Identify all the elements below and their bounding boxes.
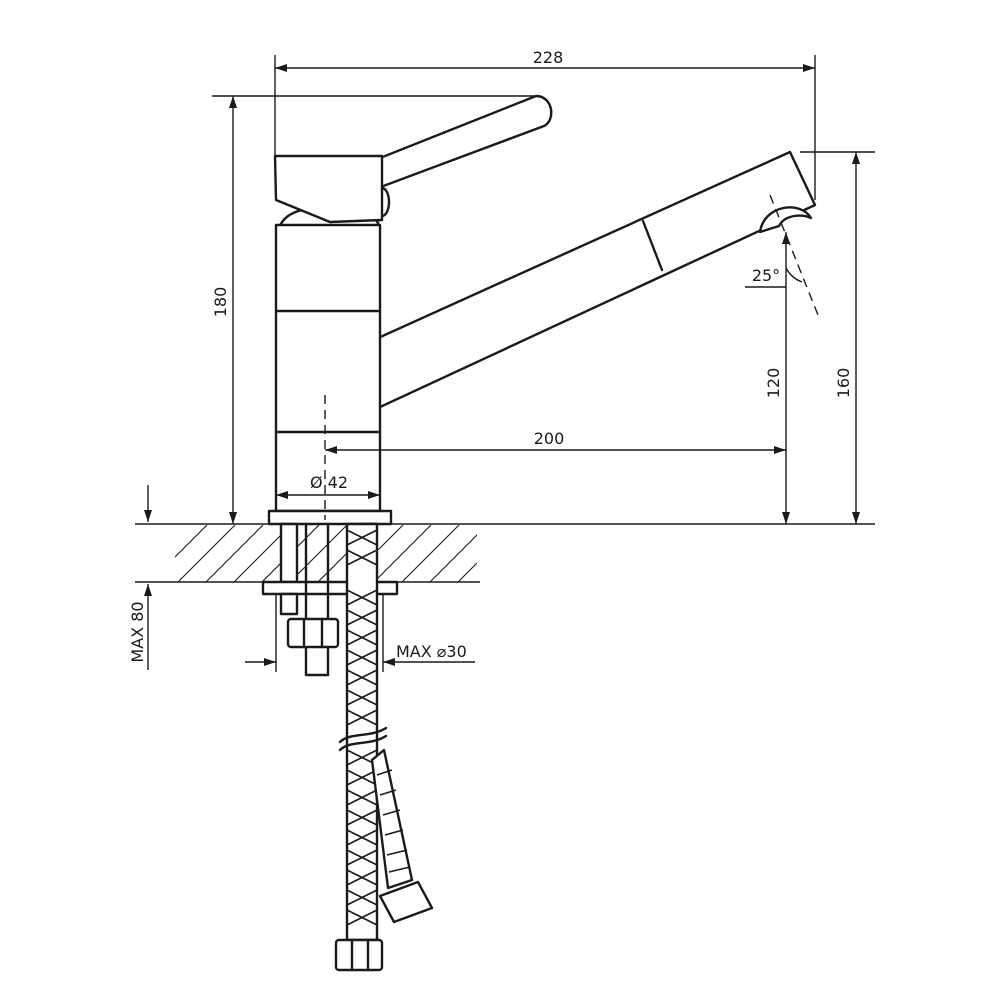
dim-max-hole-diameter: MAX ⌀30	[396, 642, 467, 661]
aerator-outlet	[758, 206, 813, 234]
dimension-lines	[144, 55, 875, 672]
spout	[376, 150, 817, 410]
dim-overall-width: 228	[533, 48, 564, 67]
mounting-nut	[286, 617, 340, 649]
handle-lever	[373, 94, 553, 218]
dim-body-diameter: Ø 42	[310, 473, 348, 492]
dim-outlet-height: 120	[764, 368, 783, 399]
hose-fitting-front	[334, 938, 384, 972]
supply-hose-rear	[370, 748, 434, 924]
hose-fitting-rear	[378, 880, 434, 924]
countertop-hatching	[175, 525, 477, 582]
dim-spout-angle: 25°	[752, 266, 780, 285]
faucet-body	[267, 154, 393, 526]
dim-max-counter-thickness: MAX 80	[128, 601, 147, 662]
dim-total-height: 180	[211, 287, 230, 318]
dim-spout-height: 160	[834, 368, 853, 399]
supply-hose-front	[334, 522, 388, 972]
dim-spout-reach: 200	[534, 429, 565, 448]
handle-cartridge	[273, 154, 384, 224]
countertop-section	[135, 523, 875, 583]
